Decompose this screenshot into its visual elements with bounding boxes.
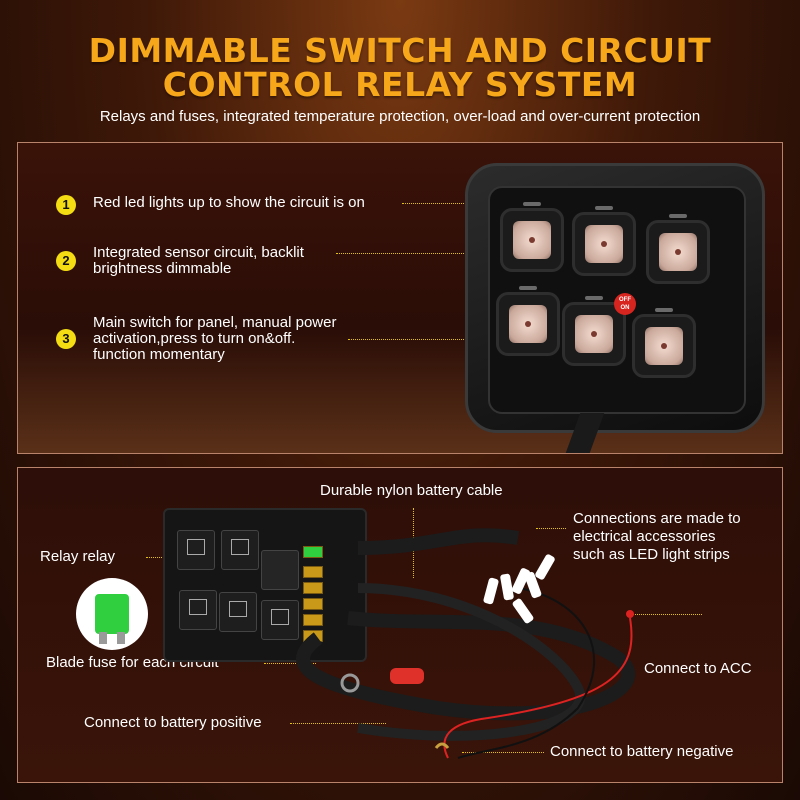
feature-1-pointer xyxy=(402,203,504,204)
fuse-slot-4 xyxy=(303,598,323,610)
page-subtitle: Relays and fuses, integrated temperature… xyxy=(99,108,701,125)
switch-button-4[interactable] xyxy=(496,286,560,356)
fuse-slot-3 xyxy=(303,582,323,594)
switch-button-3[interactable] xyxy=(646,214,710,284)
switch-button-5[interactable] xyxy=(562,296,626,366)
switch-button-1[interactable] xyxy=(500,202,564,272)
feature-2-pointer xyxy=(336,253,508,254)
feature-1: 1 Red led lights up to show the circuit … xyxy=(56,195,365,215)
page-title: DIMMABLE SWITCH AND CIRCUIT CONTROL RELA… xyxy=(0,34,800,102)
relay-1 xyxy=(177,530,215,570)
switch-panel-device: OFF ON xyxy=(465,163,765,433)
callout-relay: Relay relay xyxy=(40,548,116,565)
feature-3-text: Main switch for panel, manual power acti… xyxy=(93,314,337,363)
callout-accessories: Connections are made to electrical acces… xyxy=(573,510,741,563)
callout-positive-pointer xyxy=(290,723,386,724)
callout-fuse-pointer xyxy=(264,663,316,664)
blade-fuse-icon xyxy=(95,594,129,644)
blade-fuse-image xyxy=(76,578,148,650)
switch-panel-section: 1 Red led lights up to show the circuit … xyxy=(17,142,783,454)
callout-negative-pointer xyxy=(462,752,544,753)
switch-button-6[interactable] xyxy=(632,308,696,378)
feature-1-badge: 1 xyxy=(56,195,76,215)
feature-2-text: Integrated sensor circuit, backlit brigh… xyxy=(93,244,304,277)
title-line-1: DIMMABLE SWITCH AND CIRCUIT xyxy=(88,31,712,70)
switch-button-2[interactable] xyxy=(572,206,636,276)
switch-panel-face: OFF ON xyxy=(488,186,746,414)
fuse-slot-2 xyxy=(303,566,323,578)
callout-negative: Connect to battery negative xyxy=(550,743,734,760)
feature-1-text: Red led lights up to show the circuit is… xyxy=(93,194,365,211)
power-button[interactable]: OFF ON xyxy=(614,293,636,315)
callout-acc: Connect to ACC xyxy=(644,660,752,677)
callout-positive: Connect to battery positive xyxy=(84,714,262,731)
feature-2: 2 Integrated sensor circuit, backlit bri… xyxy=(56,245,304,277)
feature-2-badge: 2 xyxy=(56,251,76,271)
callout-cable: Durable nylon battery cable xyxy=(320,482,503,499)
wiring-harness xyxy=(296,528,636,759)
relay-box-section: Durable nylon battery cable Connections … xyxy=(17,467,783,783)
fuse-slot-5 xyxy=(303,614,323,626)
title-line-2: CONTROL RELAY SYSTEM xyxy=(162,65,638,104)
relay-6 xyxy=(261,600,299,640)
callout-accessories-pointer xyxy=(536,528,566,529)
feature-3-badge: 3 xyxy=(56,329,76,349)
relay-2 xyxy=(221,530,259,570)
relay-5 xyxy=(219,592,257,632)
feature-3: 3 Main switch for panel, manual power ac… xyxy=(56,315,336,363)
callout-acc-pointer xyxy=(630,614,702,615)
relay-3 xyxy=(261,550,299,590)
fuse-slot-1 xyxy=(303,546,323,558)
relay-4 xyxy=(179,590,217,630)
power-button-label: OFF ON xyxy=(619,297,631,311)
